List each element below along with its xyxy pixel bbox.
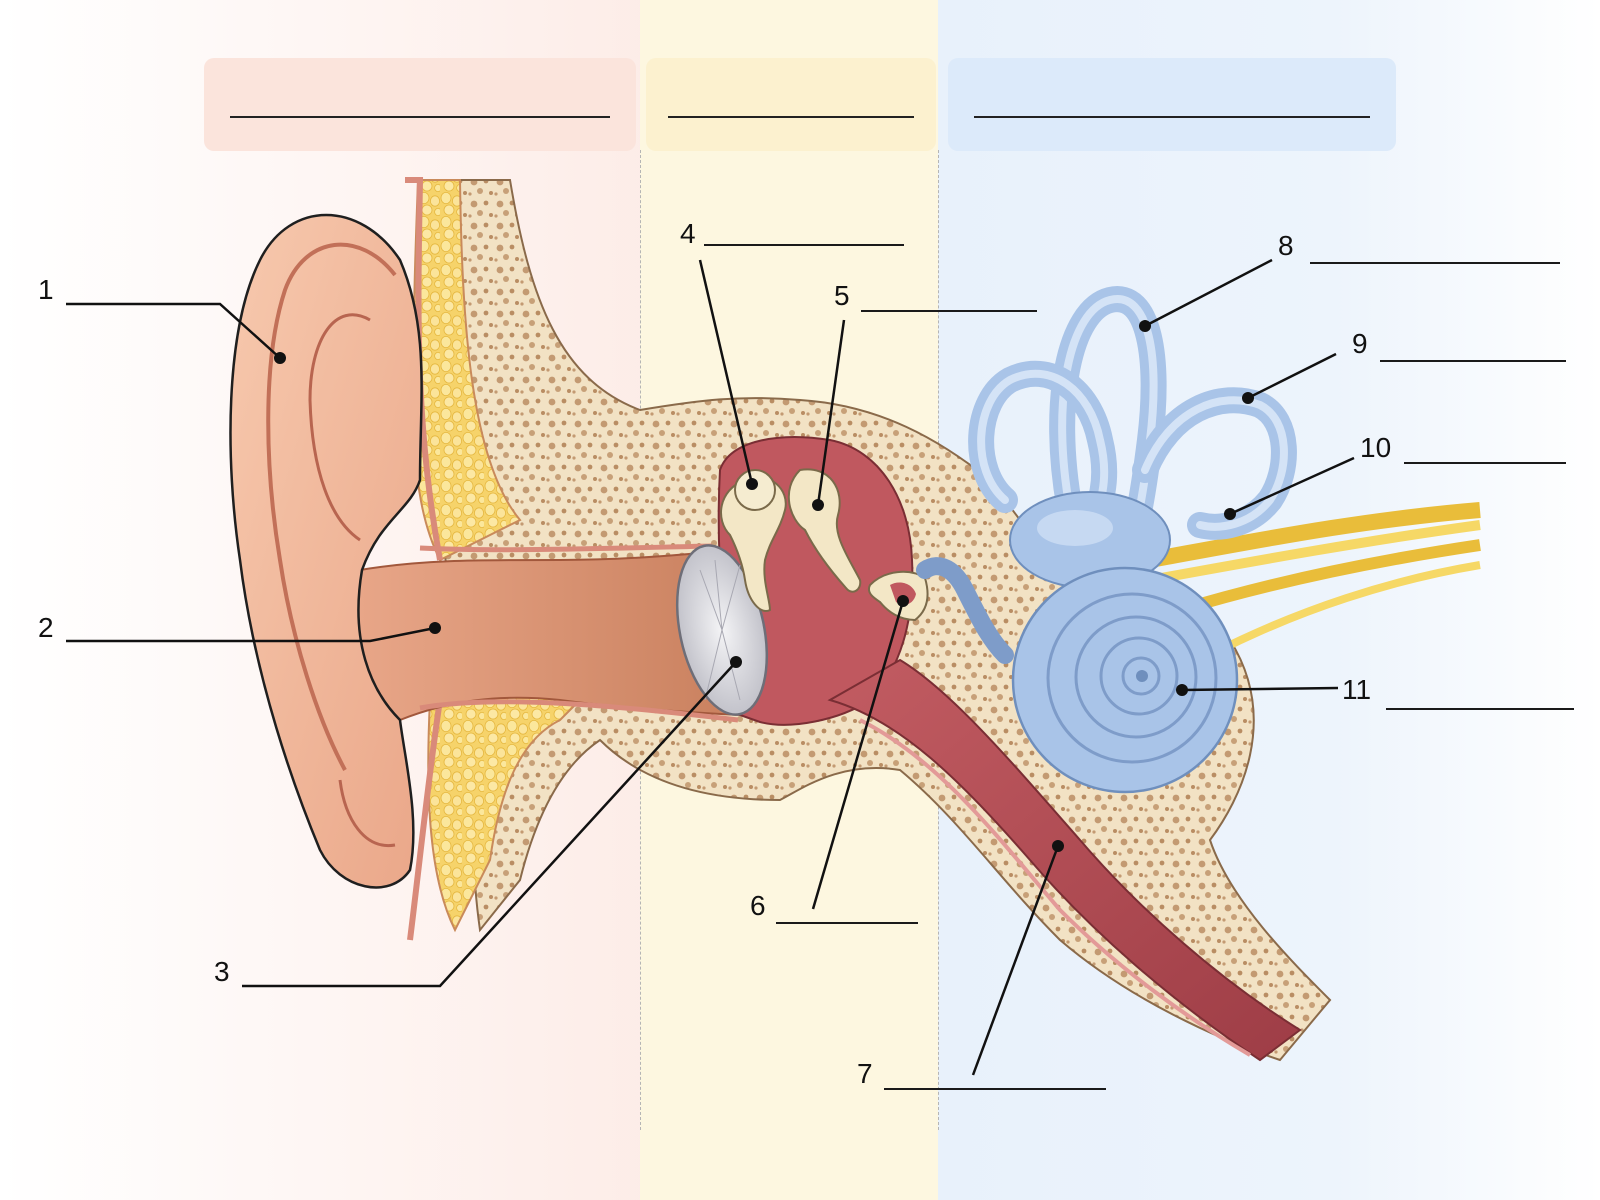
semicircular-canals — [968, 286, 1297, 543]
label-6-answer-blank[interactable] — [776, 922, 918, 924]
leader-2 — [66, 626, 436, 643]
label-5-number: 5 — [834, 280, 850, 311]
label-4-number: 4 — [680, 218, 696, 249]
label-5-answer-blank[interactable] — [861, 310, 1037, 312]
incus — [787, 468, 862, 593]
leader-8 — [1144, 258, 1273, 328]
middle-ear-header — [646, 58, 936, 151]
label-10-answer-blank[interactable] — [1404, 462, 1566, 464]
label-2-number: 2 — [38, 612, 54, 643]
outer-ear-answer-blank[interactable] — [230, 116, 610, 118]
leader-5 — [816, 319, 846, 506]
outer-ear-header — [204, 58, 636, 151]
label-9-number: 9 — [1352, 328, 1368, 359]
label-7-answer-blank[interactable] — [884, 1088, 1106, 1090]
label-4-answer-blank[interactable] — [704, 244, 904, 246]
malleus — [720, 476, 787, 612]
label-8-number: 8 — [1278, 230, 1294, 261]
leader-10 — [1229, 456, 1355, 516]
leader-1 — [66, 302, 281, 359]
leader-7 — [971, 845, 1060, 1076]
leader-3 — [242, 661, 737, 988]
label-9-answer-blank[interactable] — [1380, 360, 1566, 362]
label-11-number: 11 — [1342, 674, 1372, 705]
label-11-answer-blank[interactable] — [1386, 708, 1574, 710]
label-7-number: 7 — [857, 1058, 873, 1089]
label-1-number: 1 — [38, 274, 54, 305]
label-10-number: 10 — [1360, 432, 1392, 463]
middle-ear-answer-blank[interactable] — [668, 116, 914, 118]
cochlea-shell — [1011, 566, 1239, 794]
ossicles — [720, 468, 929, 622]
inner-ear-answer-blank[interactable] — [974, 116, 1370, 118]
pinna — [229, 213, 423, 889]
inner-ear-header — [948, 58, 1396, 151]
leader-4 — [698, 259, 754, 485]
leader-11 — [1181, 686, 1339, 692]
label-8-answer-blank[interactable] — [1310, 262, 1560, 264]
label-6-number: 6 — [750, 890, 766, 921]
leader-9 — [1247, 352, 1337, 400]
vestibulocochlear-nerve — [1148, 502, 1481, 654]
leader-6 — [811, 600, 905, 910]
eustachian-tube — [827, 658, 1302, 1062]
label-3-number: 3 — [214, 956, 230, 987]
